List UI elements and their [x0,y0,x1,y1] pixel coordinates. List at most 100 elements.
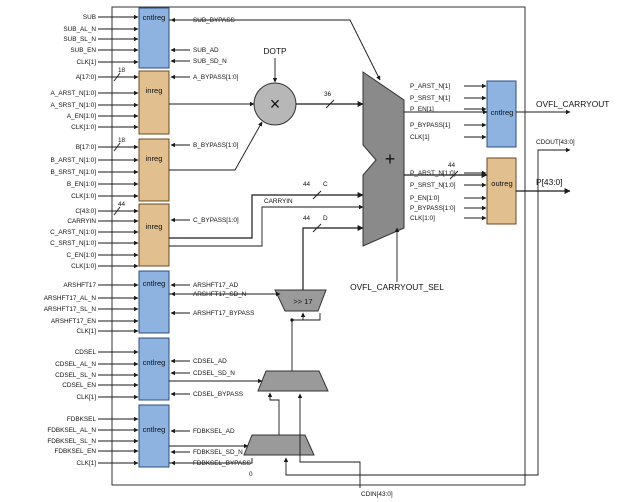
c-input-label: C_EN[1:0] [67,252,97,259]
a-input-label: CLK[1:0] [71,124,96,131]
adder [362,71,405,247]
arsh-input-label: CLK[1] [76,328,96,335]
cdsel-mux [257,370,329,392]
ovfl-ctrl-register-label: cntlreg [491,108,514,117]
cdin-label: CDIN[43:0] [361,491,393,498]
sub-input-label: SUB_EN [70,47,96,54]
cdsel-input-label: CDSEL [75,349,97,356]
arsh-output-label: ARSHFT17_BYPASS [193,310,254,317]
carryin-path-label: CARRYIN [264,198,293,205]
ovfl-sel-label: OVFL_CARRYOUT_SEL [350,282,444,292]
shifter [274,289,327,312]
a-input-label: A_ARST_N[1:0] [51,90,97,97]
sub-input-label: CLK[1] [76,59,96,66]
c-input-label: C[43:0] [75,208,96,215]
outreg-input-label: P_EN[1:0] [410,195,439,202]
cdsel-ctrl-register-label: cntlreg [143,358,166,367]
c-bus-width: 44 [118,201,126,208]
b-input-register [138,138,170,202]
arsh-input-label: ARSHFT17_SL_N [44,306,97,313]
c-input-label: C_SRST_N[1:0] [50,240,96,247]
c-input-label: CARRYIN [67,218,96,225]
ovfl-input-label: P_EN[1] [410,106,434,113]
a-input-register [138,70,170,135]
cdsel-ctrl-register [138,337,170,401]
outreg-input-label: P_SRST_N[1:0] [410,182,456,189]
generated-signals: SUBSUB_AL_NSUB_SL_NSUB_ENCLK[1]A[17:0]A_… [44,14,487,467]
adder-symbol: + [385,149,396,169]
d-path-label: D [323,215,328,222]
fdbk-output-label: FDBKSEL_AD [193,428,235,435]
ovfl-input-label: P_SRST_N[1] [410,95,450,102]
b-input-label: B[17:0] [76,144,96,151]
p-output-label: P[43:0] [536,177,563,187]
c-bypass-label: C_BYPASS[1:0] [193,217,239,224]
shifter-label: >> 17 [293,297,312,306]
b-bypass-label: B_BYPASS[1:0] [193,142,239,149]
b-input-label: B_SRST_N[1:0] [51,169,97,176]
dotp-label: DOTP [263,46,287,56]
outreg-input-label: P_BYPASS[1:0] [410,205,456,212]
arsh-input-label: ARSHFT17_AL_N [44,295,97,302]
b-input-register-label: inreg [146,154,163,163]
cdout-output-label: CDOUT[43:0] [536,139,575,146]
a-input-label: A_EN[1:0] [67,113,96,120]
outreg-input-label: P_ARST_N[1:0] [410,170,456,177]
multiplier-symbol: × [270,94,281,114]
ovfl-input-label: CLK[1] [410,134,430,141]
arsh-input-label: ARSHFT17_EN [51,318,96,325]
sub-input-label: SUB [83,14,96,21]
c-path-width: 44 [303,181,311,188]
fdbk-input-label: FDBKSEL_SL_N [47,438,96,445]
fdbk-input-label: CLK[1] [76,460,96,467]
fdbksel-mux [243,434,315,456]
cdsel-input-label: CDSEL_EN [62,382,96,389]
outer-frame [111,6,526,486]
sub-output-label: SUB_BYPASS [193,17,235,24]
fdbk-input-label: FDBKSEL_AL_N [47,427,96,434]
fdbk-input-label: FDBKSEL_EN [54,448,96,455]
a-bus-width: 18 [118,67,126,74]
p-output-register [486,157,517,225]
fdbk-output-label: FDBKSEL_SD_N [193,449,243,456]
arsh-input-label: ARSHFT17 [63,282,96,289]
outreg-input-label: CLK[1:0] [410,215,435,222]
a-input-label: A_SRST_N[1:0] [51,102,97,109]
ovfl-ctrl-register [486,80,517,148]
sub-ctrl-register-label: cntlreg [143,13,166,22]
p-out-width: 44 [448,162,456,169]
b-input-label: B_ARST_N[1:0] [51,157,97,164]
arshft17-ctrl-register-label: cntlreg [143,279,166,288]
arshft17-ctrl-register [138,270,170,334]
c-path-label: C [323,181,328,188]
a-bus-tick [113,72,121,82]
b-bus-tick [113,142,121,152]
cdsel-input-label: CDSEL_SL_N [55,372,96,379]
fdbk-input-label: FDBKSEL [67,416,97,423]
ovfl-input-label: P_ARST_N[1] [410,83,450,90]
cdsel-input-label: CDSEL_AL_N [55,361,96,368]
a-input-register-label: inreg [146,86,163,95]
a-input-label: A[17:0] [76,74,96,81]
internal-wires [169,19,571,488]
arsh-output-label: ARSHFT17_SD_N [193,291,247,298]
sub-ctrl-register [138,7,170,69]
b-input-label: CLK[1:0] [71,193,96,200]
fdbksel-ctrl-register-label: cntlreg [143,425,166,434]
b-input-label: B_EN[1:0] [67,181,96,188]
product-width: 36 [324,91,332,98]
cdsel-output-label: CDSEL_BYPASS [193,391,243,398]
cdsel-output-label: CDSEL_AD [193,358,227,365]
fdbk-output-label: FDBKSEL_BYPASS [193,460,251,467]
zero-label: 0 [249,471,253,478]
d-path-width: 44 [303,215,311,222]
b-bus-width: 18 [118,137,126,144]
cdsel-input-label: CLK[1] [76,394,96,401]
arsh-output-label: ARSHFT17_AD [193,282,238,289]
c-input-register-label: inreg [146,222,163,231]
ovfl-input-label: P_BYPASS[1] [410,122,450,129]
p-output-register-label: outreg [491,179,513,188]
sub-input-label: SUB_SL_N [63,36,96,43]
sub-output-label: SUB_AD [193,47,219,54]
